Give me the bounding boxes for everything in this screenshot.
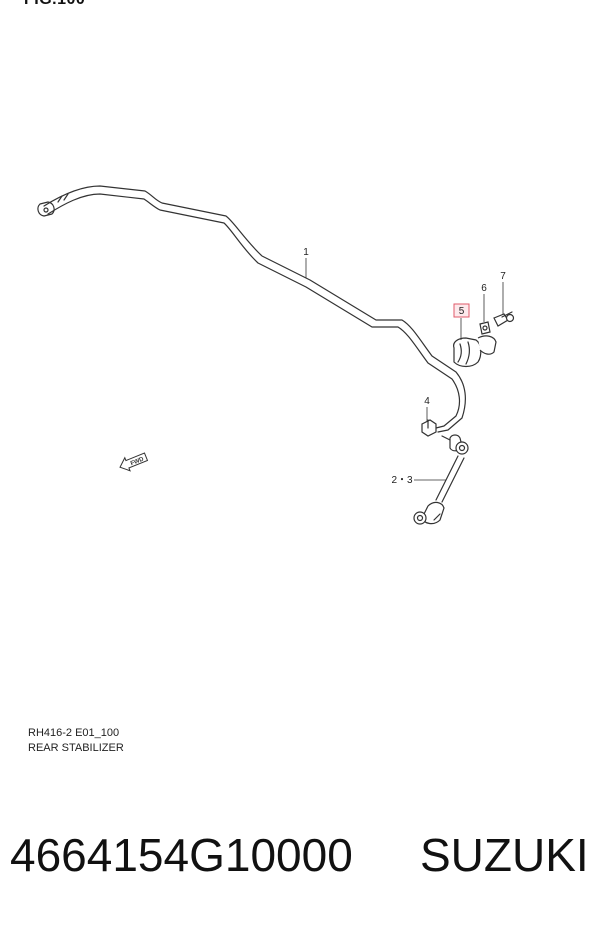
- callout-2-3: 2・3: [391, 475, 413, 486]
- fwd-arrow-icon: FWD: [119, 452, 149, 472]
- callout-5-highlight-box: [453, 303, 470, 318]
- stabilizer-link: [413, 434, 469, 525]
- stabilizer-bushing: [453, 337, 482, 368]
- callout-1: 1: [303, 247, 309, 258]
- diagram-name: REAR STABILIZER: [28, 742, 124, 754]
- figure-title: FIG.100: [24, 0, 85, 9]
- callout-7: 7: [500, 271, 506, 282]
- bracket-bolt: [493, 311, 515, 327]
- callout-4: 4: [424, 396, 430, 407]
- callout-leaders: [305, 258, 504, 481]
- brand-name: SUZUKI: [420, 829, 589, 881]
- fwd-label: FWD: [130, 456, 146, 467]
- bushing-bracket: [477, 321, 497, 355]
- link-nut: [421, 419, 437, 437]
- callout-6: 6: [481, 283, 487, 294]
- stabilizer-bar: [37, 185, 466, 433]
- callout-5: 5: [459, 306, 465, 317]
- part-number: 4664154G10000: [10, 829, 353, 881]
- diagram-code: RH416-2 E01_100: [28, 727, 120, 739]
